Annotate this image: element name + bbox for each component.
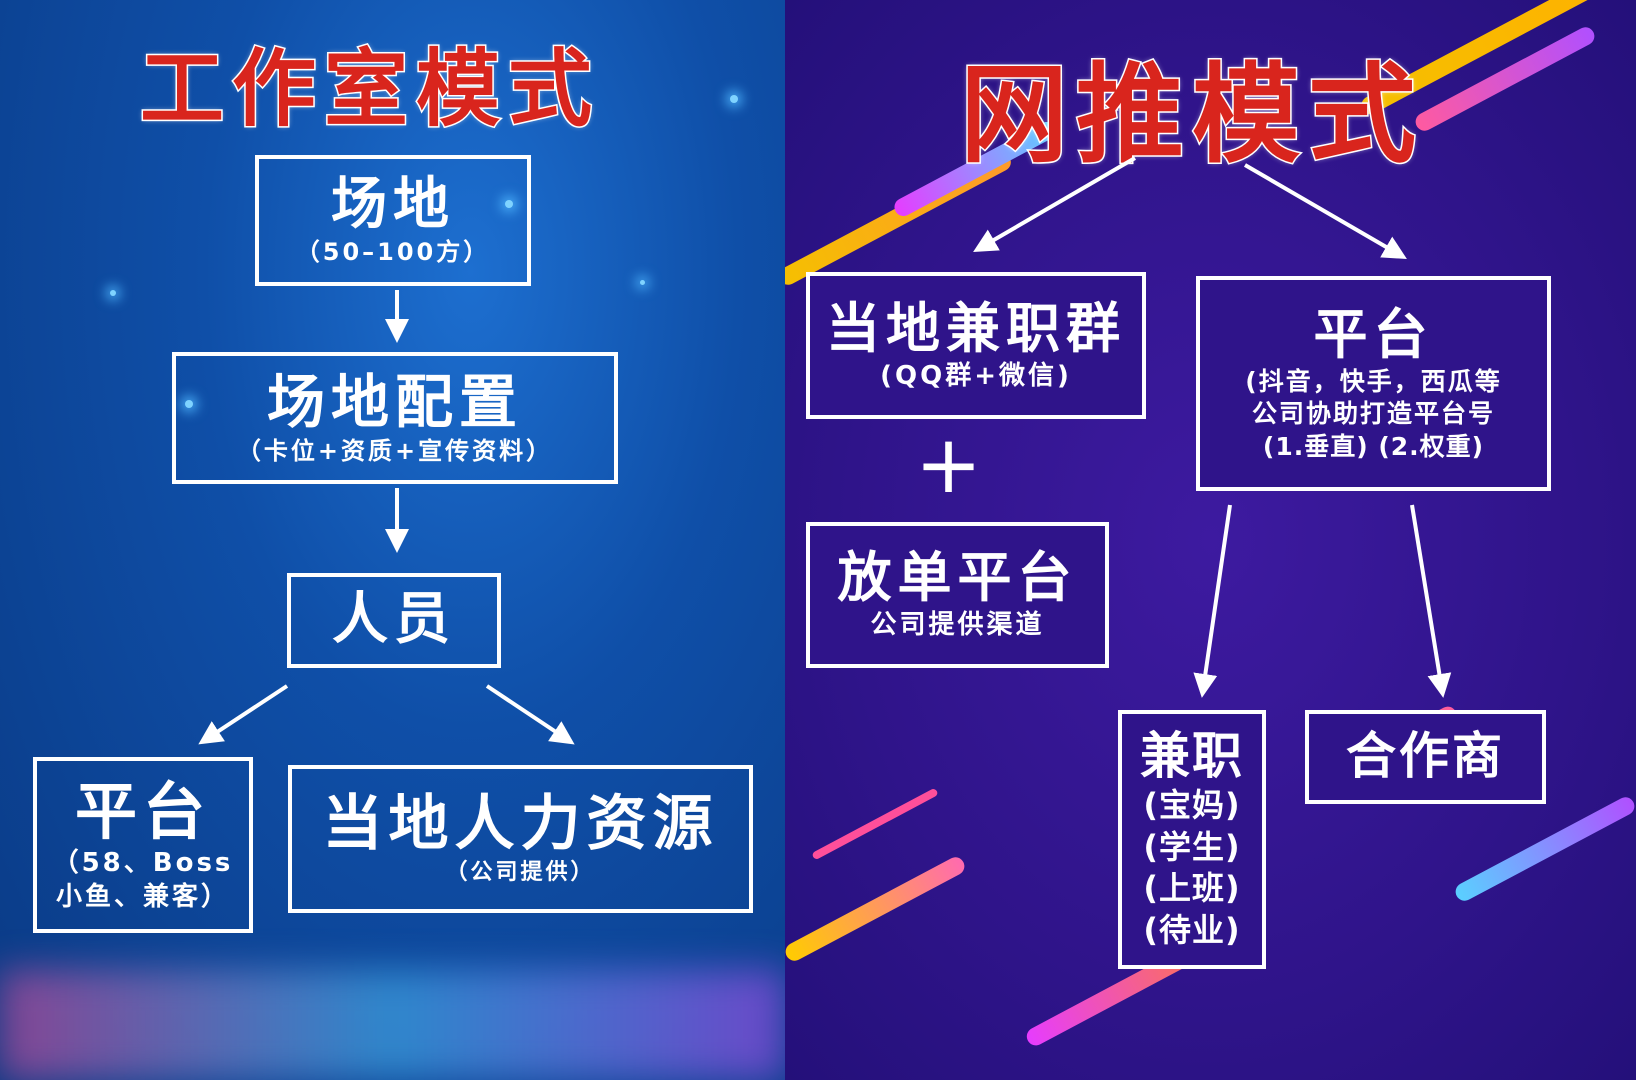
node-label: 当地兼职群 (826, 296, 1126, 360)
node-order-platform: 放单平台 公司提供渠道 (806, 522, 1109, 668)
node-label: 场地 (331, 171, 455, 237)
online-promotion-panel: 网推模式 当地兼职群 (QQ群+微信) + 放单平台 公司提供渠道 平台 (抖音… (785, 0, 1636, 1080)
light-dot (185, 400, 193, 408)
node-local-group: 当地兼职群 (QQ群+微信) (806, 272, 1146, 419)
node-item: (学生) (1143, 827, 1241, 866)
node-label: 场地配置 (266, 368, 523, 437)
node-sub: 小鱼、兼客） (55, 881, 230, 912)
node-label: 放单平台 (837, 546, 1078, 610)
node-local-hr: 当地人力资源 （公司提供） (288, 765, 753, 913)
node-staff: 人员 (287, 573, 501, 668)
node-venue: 场地 （50–100方） (255, 155, 531, 286)
node-sub: （卡位+资质+宣传资料） (236, 436, 554, 465)
flow-arrows (973, 156, 1452, 698)
node-label: 兼职 (1140, 726, 1244, 785)
light-dot (505, 200, 513, 208)
node-item: (宝妈) (1143, 786, 1241, 825)
bottom-glow (0, 970, 785, 1080)
node-parttime: 兼职 (宝妈) (学生) (上班) (待业) (1118, 710, 1266, 969)
arrow-right-down (485, 684, 575, 745)
node-label: 当地人力资源 (322, 789, 719, 860)
node-label: 人员 (332, 587, 456, 653)
node-platform: 平台 （58、Boss 小鱼、兼客） (33, 757, 253, 933)
node-venue-setup: 场地配置 （卡位+资质+宣传资料） (172, 352, 618, 484)
node-sub: （58、Boss (52, 847, 234, 878)
node-platform: 平台 (抖音，快手，西瓜等 公司协助打造平台号 (1.垂直) (2.权重) (1196, 276, 1551, 491)
node-label: 合作商 (1346, 727, 1505, 786)
node-item: (上班) (1143, 869, 1241, 908)
node-sub: (1.垂直) (2.权重) (1262, 431, 1485, 461)
node-partner: 合作商 (1305, 710, 1546, 804)
plus-sign: + (915, 418, 983, 511)
node-sub: 公司协助打造平台号 (1251, 399, 1495, 429)
studio-mode-title: 工作室模式 (138, 39, 601, 140)
node-sub: （50–100方） (295, 238, 491, 267)
arrow-down (1410, 504, 1452, 698)
node-sub: 公司提供渠道 (870, 610, 1045, 641)
node-sub: （公司提供） (445, 860, 596, 886)
node-item: (待业) (1143, 910, 1241, 949)
online-mode-title: 网推模式 (958, 52, 1425, 180)
node-label: 平台 (74, 774, 211, 848)
studio-mode-panel: 工作室模式 场地 （50–100方） 场地配置 （卡位+资质+宣传资料） 人员 … (0, 0, 785, 1080)
node-sub: (抖音，快手，西瓜等 (1245, 366, 1502, 396)
node-label: 平台 (1313, 302, 1434, 366)
arrow-left-down (198, 684, 289, 745)
flow-arrows (198, 290, 575, 745)
light-dot (730, 95, 738, 103)
arrow-left-down (973, 156, 1137, 253)
node-sub: (QQ群+微信) (880, 360, 1072, 391)
arrow-down (1193, 504, 1232, 698)
light-dot (110, 290, 116, 296)
arrow-right-down (1243, 163, 1407, 260)
light-dot (640, 280, 645, 285)
